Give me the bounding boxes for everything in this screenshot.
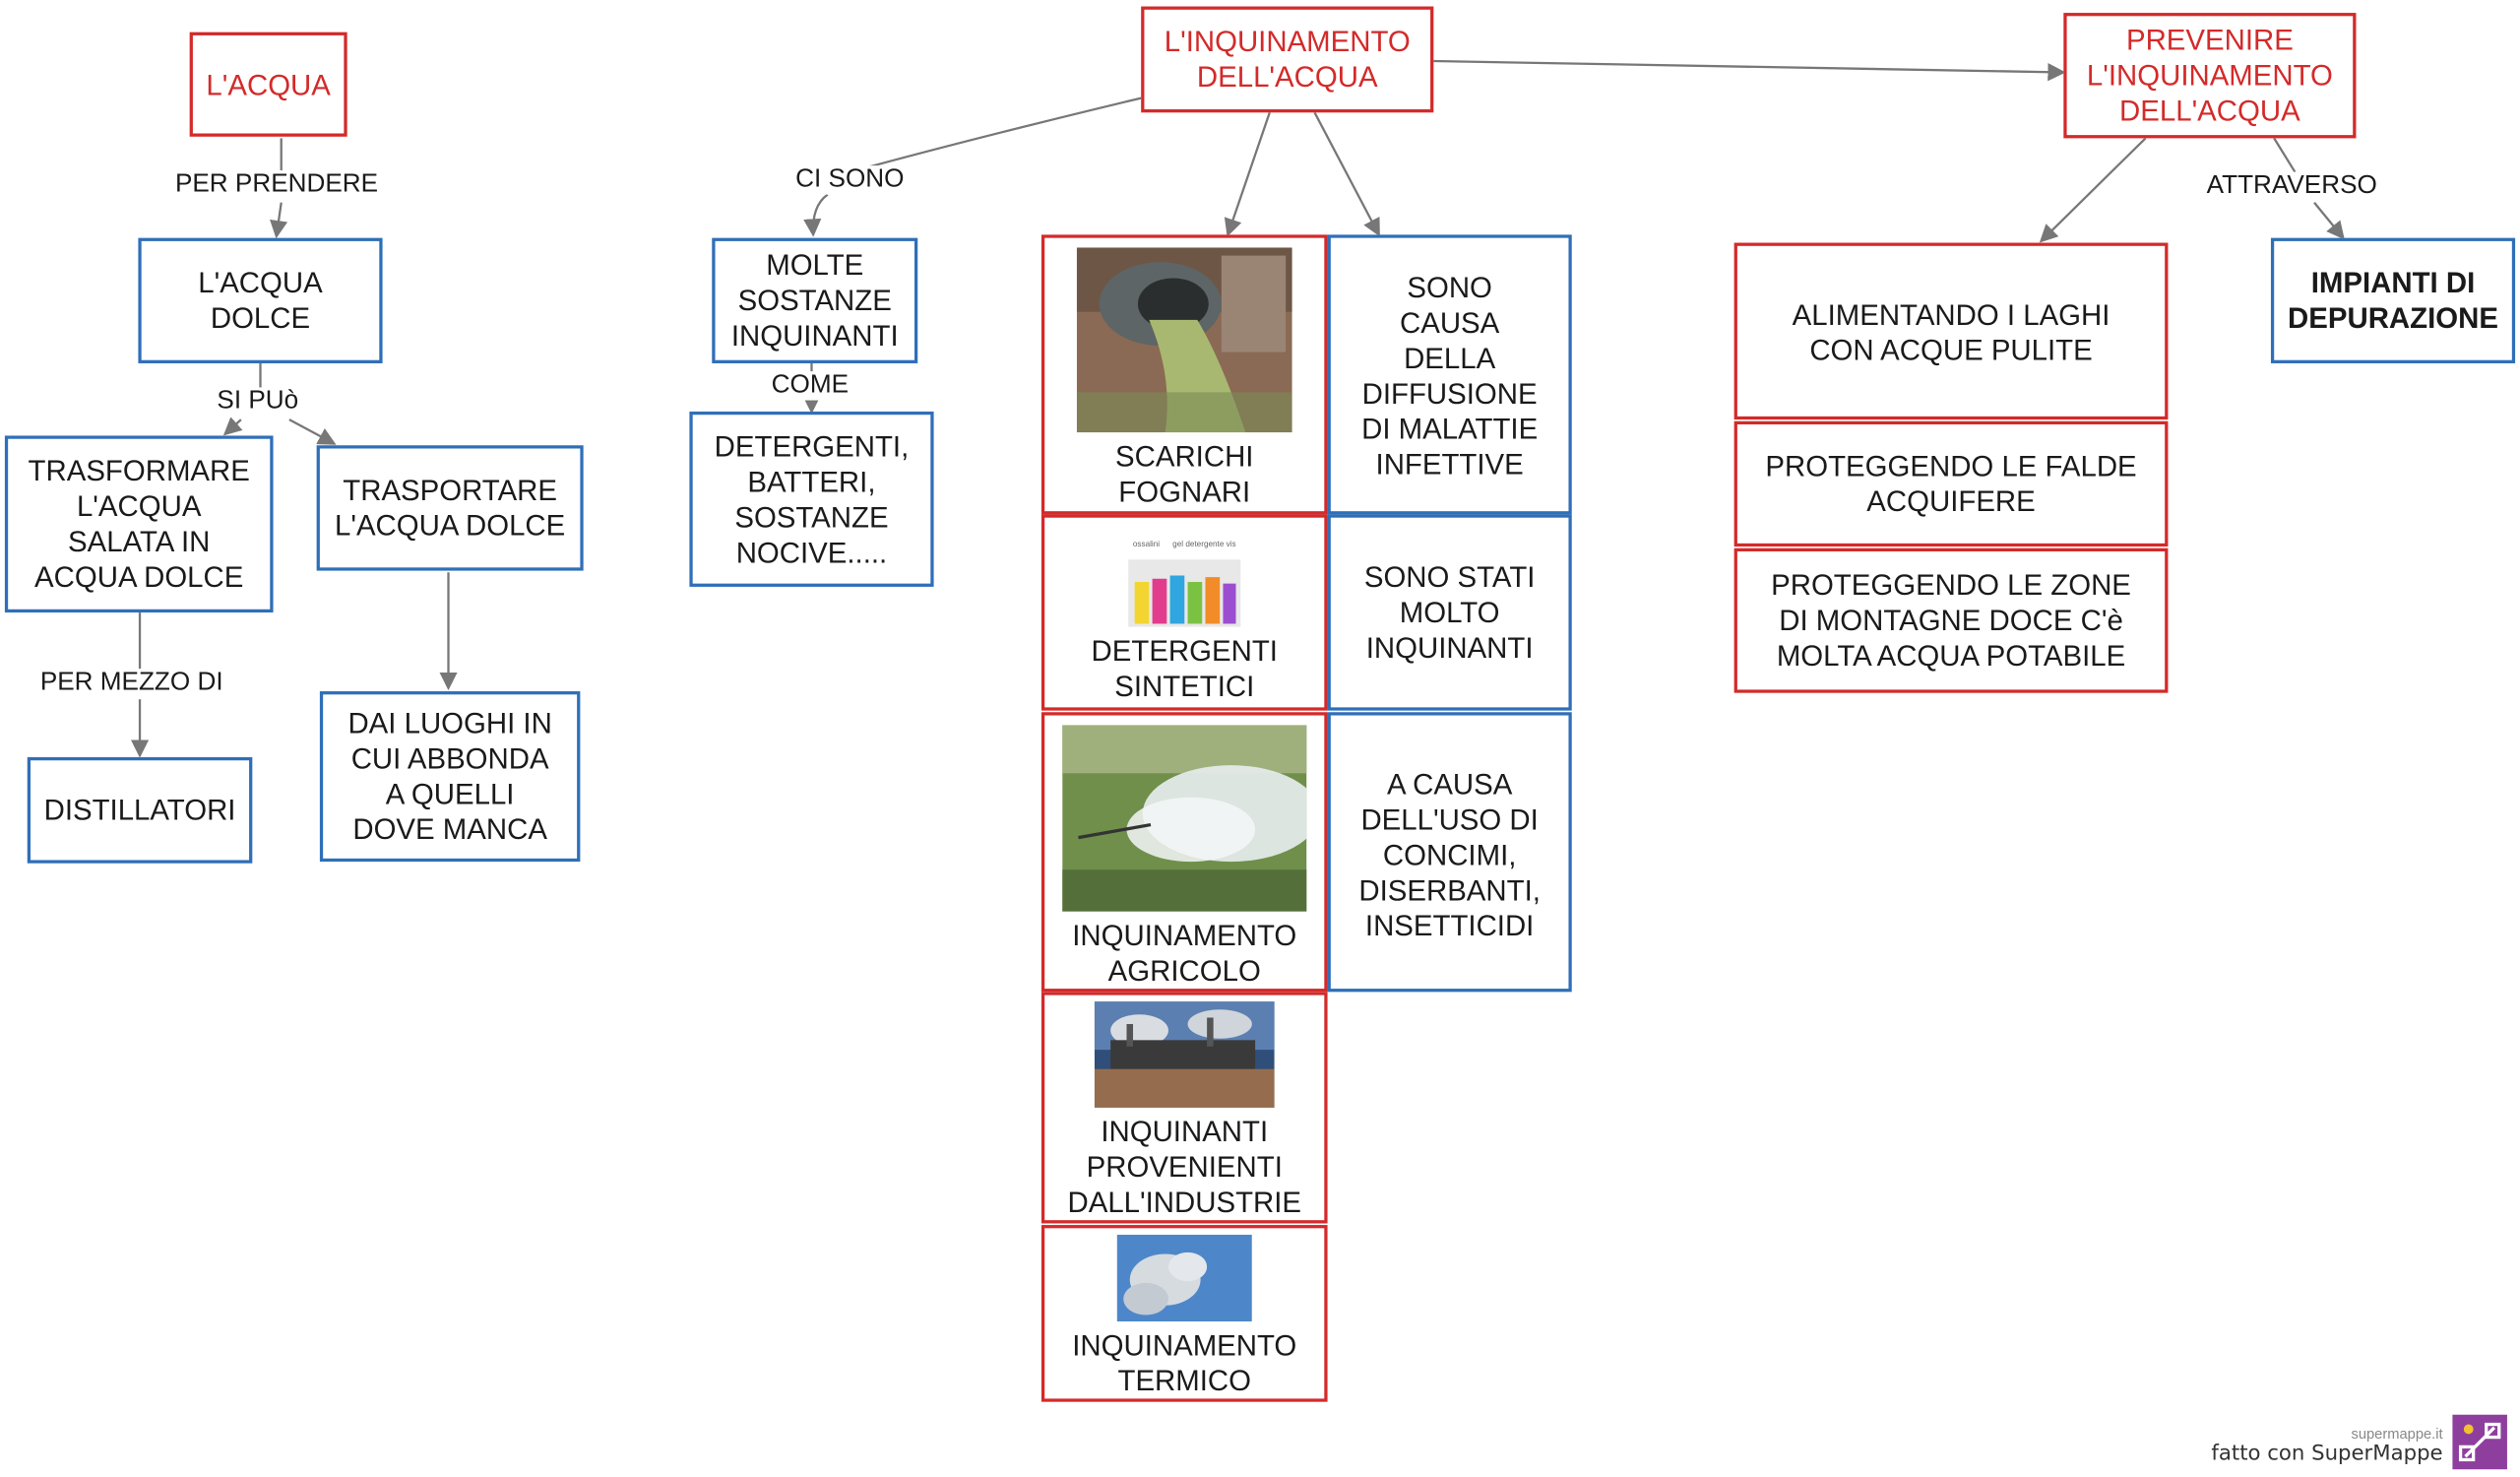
connector-per-mezzo-di: PER MEZZO DI xyxy=(36,669,226,698)
connector-si-puo: SI PUò xyxy=(214,387,302,417)
node-impianti: IMPIANTI DI DEPURAZIONE xyxy=(2270,237,2516,363)
node-falde: PROTEGGENDO LE FALDE ACQUIFERE xyxy=(1733,420,2169,547)
node-montagne: PROTEGGENDO LE ZONE DI MONTAGNE DOCE C'è… xyxy=(1733,547,2169,693)
branding: supermappe.it fatto con SuperMappe xyxy=(2211,1426,2442,1466)
node-agricolo-text: INQUINAMENTO AGRICOLO xyxy=(1072,919,1297,988)
node-molto-inquinanti-text: SONO STATI MOLTO INQUINANTI xyxy=(1363,560,1536,665)
node-molte-sostanze-text: MOLTE SOSTANZE INQUINANTI xyxy=(730,249,899,353)
node-acqua-dolce-text: L'ACQUA DOLCE xyxy=(198,267,323,335)
node-detergenti-batteri: DETERGENTI, BATTERI, SOSTANZE NOCIVE....… xyxy=(689,411,934,587)
branding-made-with: fatto con SuperMappe xyxy=(2211,1442,2443,1466)
node-industrie: INQUINANTI PROVENIENTI DALL'INDUSTRIE xyxy=(1040,992,1328,1224)
node-acqua-dolce: L'ACQUA DOLCE xyxy=(138,237,383,363)
supermappe-logo-icon xyxy=(2452,1414,2507,1470)
node-acqua: L'ACQUA xyxy=(189,32,347,137)
node-inquinamento: L'INQUINAMENTO DELL'ACQUA xyxy=(1141,6,1434,113)
industry-image xyxy=(1094,1001,1275,1108)
node-inquinamento-text: L'INQUINAMENTO DELL'ACQUA xyxy=(1164,26,1411,94)
node-distillatori: DISTILLATORI xyxy=(27,756,253,864)
node-dai-luoghi-text: DAI LUOGHI IN CUI ABBONDA A QUELLI DOVE … xyxy=(347,707,552,846)
connector-attraverso: ATTRAVERSO xyxy=(2203,171,2381,202)
node-detergenti-sintetici: ossalini gel detergente vis DETERGENTI S… xyxy=(1040,514,1328,711)
node-molto-inquinanti: SONO STATI MOLTO INQUINANTI xyxy=(1327,514,1572,711)
node-molte-sostanze: MOLTE SOSTANZE INQUINANTI xyxy=(712,237,918,363)
node-scarichi-text: SCARICHI FOGNARI xyxy=(1115,440,1254,508)
sewer-pipe-image xyxy=(1076,247,1292,433)
node-trasportare: TRASPORTARE L'ACQUA DOLCE xyxy=(316,445,584,571)
node-alimentando-text: ALIMENTANDO I LAGHI CON ACQUE PULITE xyxy=(1792,298,2110,367)
node-trasformare: TRASFORMARE L'ACQUA SALATA IN ACQUA DOLC… xyxy=(4,435,274,613)
node-montagne-text: PROTEGGENDO LE ZONE DI MONTAGNE DOCE C'è… xyxy=(1771,568,2131,673)
node-termico: INQUINAMENTO TERMICO xyxy=(1040,1225,1328,1402)
connector-come: COME xyxy=(768,371,852,401)
detergent-header: ossalini gel detergente vis xyxy=(1133,541,1236,550)
node-industrie-text: INQUINANTI PROVENIENTI DALL'INDUSTRIE xyxy=(1067,1116,1302,1219)
branding-site: supermappe.it xyxy=(2351,1426,2443,1443)
node-causa-malattie-text: SONO CAUSA DELLA DIFFUSIONE DI MALATTIE … xyxy=(1361,271,1539,482)
node-detergenti-sintetici-text: DETERGENTI SINTETICI xyxy=(1091,634,1278,703)
detergent-label-left: ossalini xyxy=(1132,540,1161,550)
node-dai-luoghi: DAI LUOGHI IN CUI ABBONDA A QUELLI DOVE … xyxy=(319,691,581,863)
node-alimentando: ALIMENTANDO I LAGHI CON ACQUE PULITE xyxy=(1733,242,2169,420)
node-trasportare-text: TRASPORTARE L'ACQUA DOLCE xyxy=(334,474,566,543)
node-falde-text: PROTEGGENDO LE FALDE ACQUIFERE xyxy=(1765,450,2137,518)
node-acqua-text: L'ACQUA xyxy=(206,68,331,101)
node-prevenire-text: PREVENIRE L'INQUINAMENTO DELL'ACQUA xyxy=(2086,24,2333,127)
steam-cloud-image xyxy=(1116,1234,1252,1322)
node-impianti-text: IMPIANTI DI DEPURAZIONE xyxy=(2288,267,2498,335)
node-scarichi: SCARICHI FOGNARI xyxy=(1040,234,1328,515)
detergent-bottles-image xyxy=(1128,559,1241,627)
node-detergenti-batteri-text: DETERGENTI, BATTERI, SOSTANZE NOCIVE....… xyxy=(714,429,910,569)
node-a-causa-text: A CAUSA DELL'USO DI CONCIMI, DISERBANTI,… xyxy=(1358,768,1541,942)
node-causa-malattie: SONO CAUSA DELLA DIFFUSIONE DI MALATTIE … xyxy=(1327,234,1572,515)
connector-per-prendere: PER PRENDERE xyxy=(171,170,382,200)
connector-ci-sono: CI SONO xyxy=(791,165,908,195)
detergent-label-right: gel detergente vis xyxy=(1172,540,1236,550)
field-spraying-image xyxy=(1062,725,1307,912)
node-termico-text: INQUINAMENTO TERMICO xyxy=(1072,1329,1297,1397)
node-a-causa: A CAUSA DELL'USO DI CONCIMI, DISERBANTI,… xyxy=(1327,712,1572,993)
node-agricolo: INQUINAMENTO AGRICOLO xyxy=(1040,712,1328,993)
node-prevenire: PREVENIRE L'INQUINAMENTO DELL'ACQUA xyxy=(2063,13,2357,139)
node-distillatori-text: DISTILLATORI xyxy=(43,794,236,827)
node-trasformare-text: TRASFORMARE L'ACQUA SALATA IN ACQUA DOLC… xyxy=(28,455,250,594)
